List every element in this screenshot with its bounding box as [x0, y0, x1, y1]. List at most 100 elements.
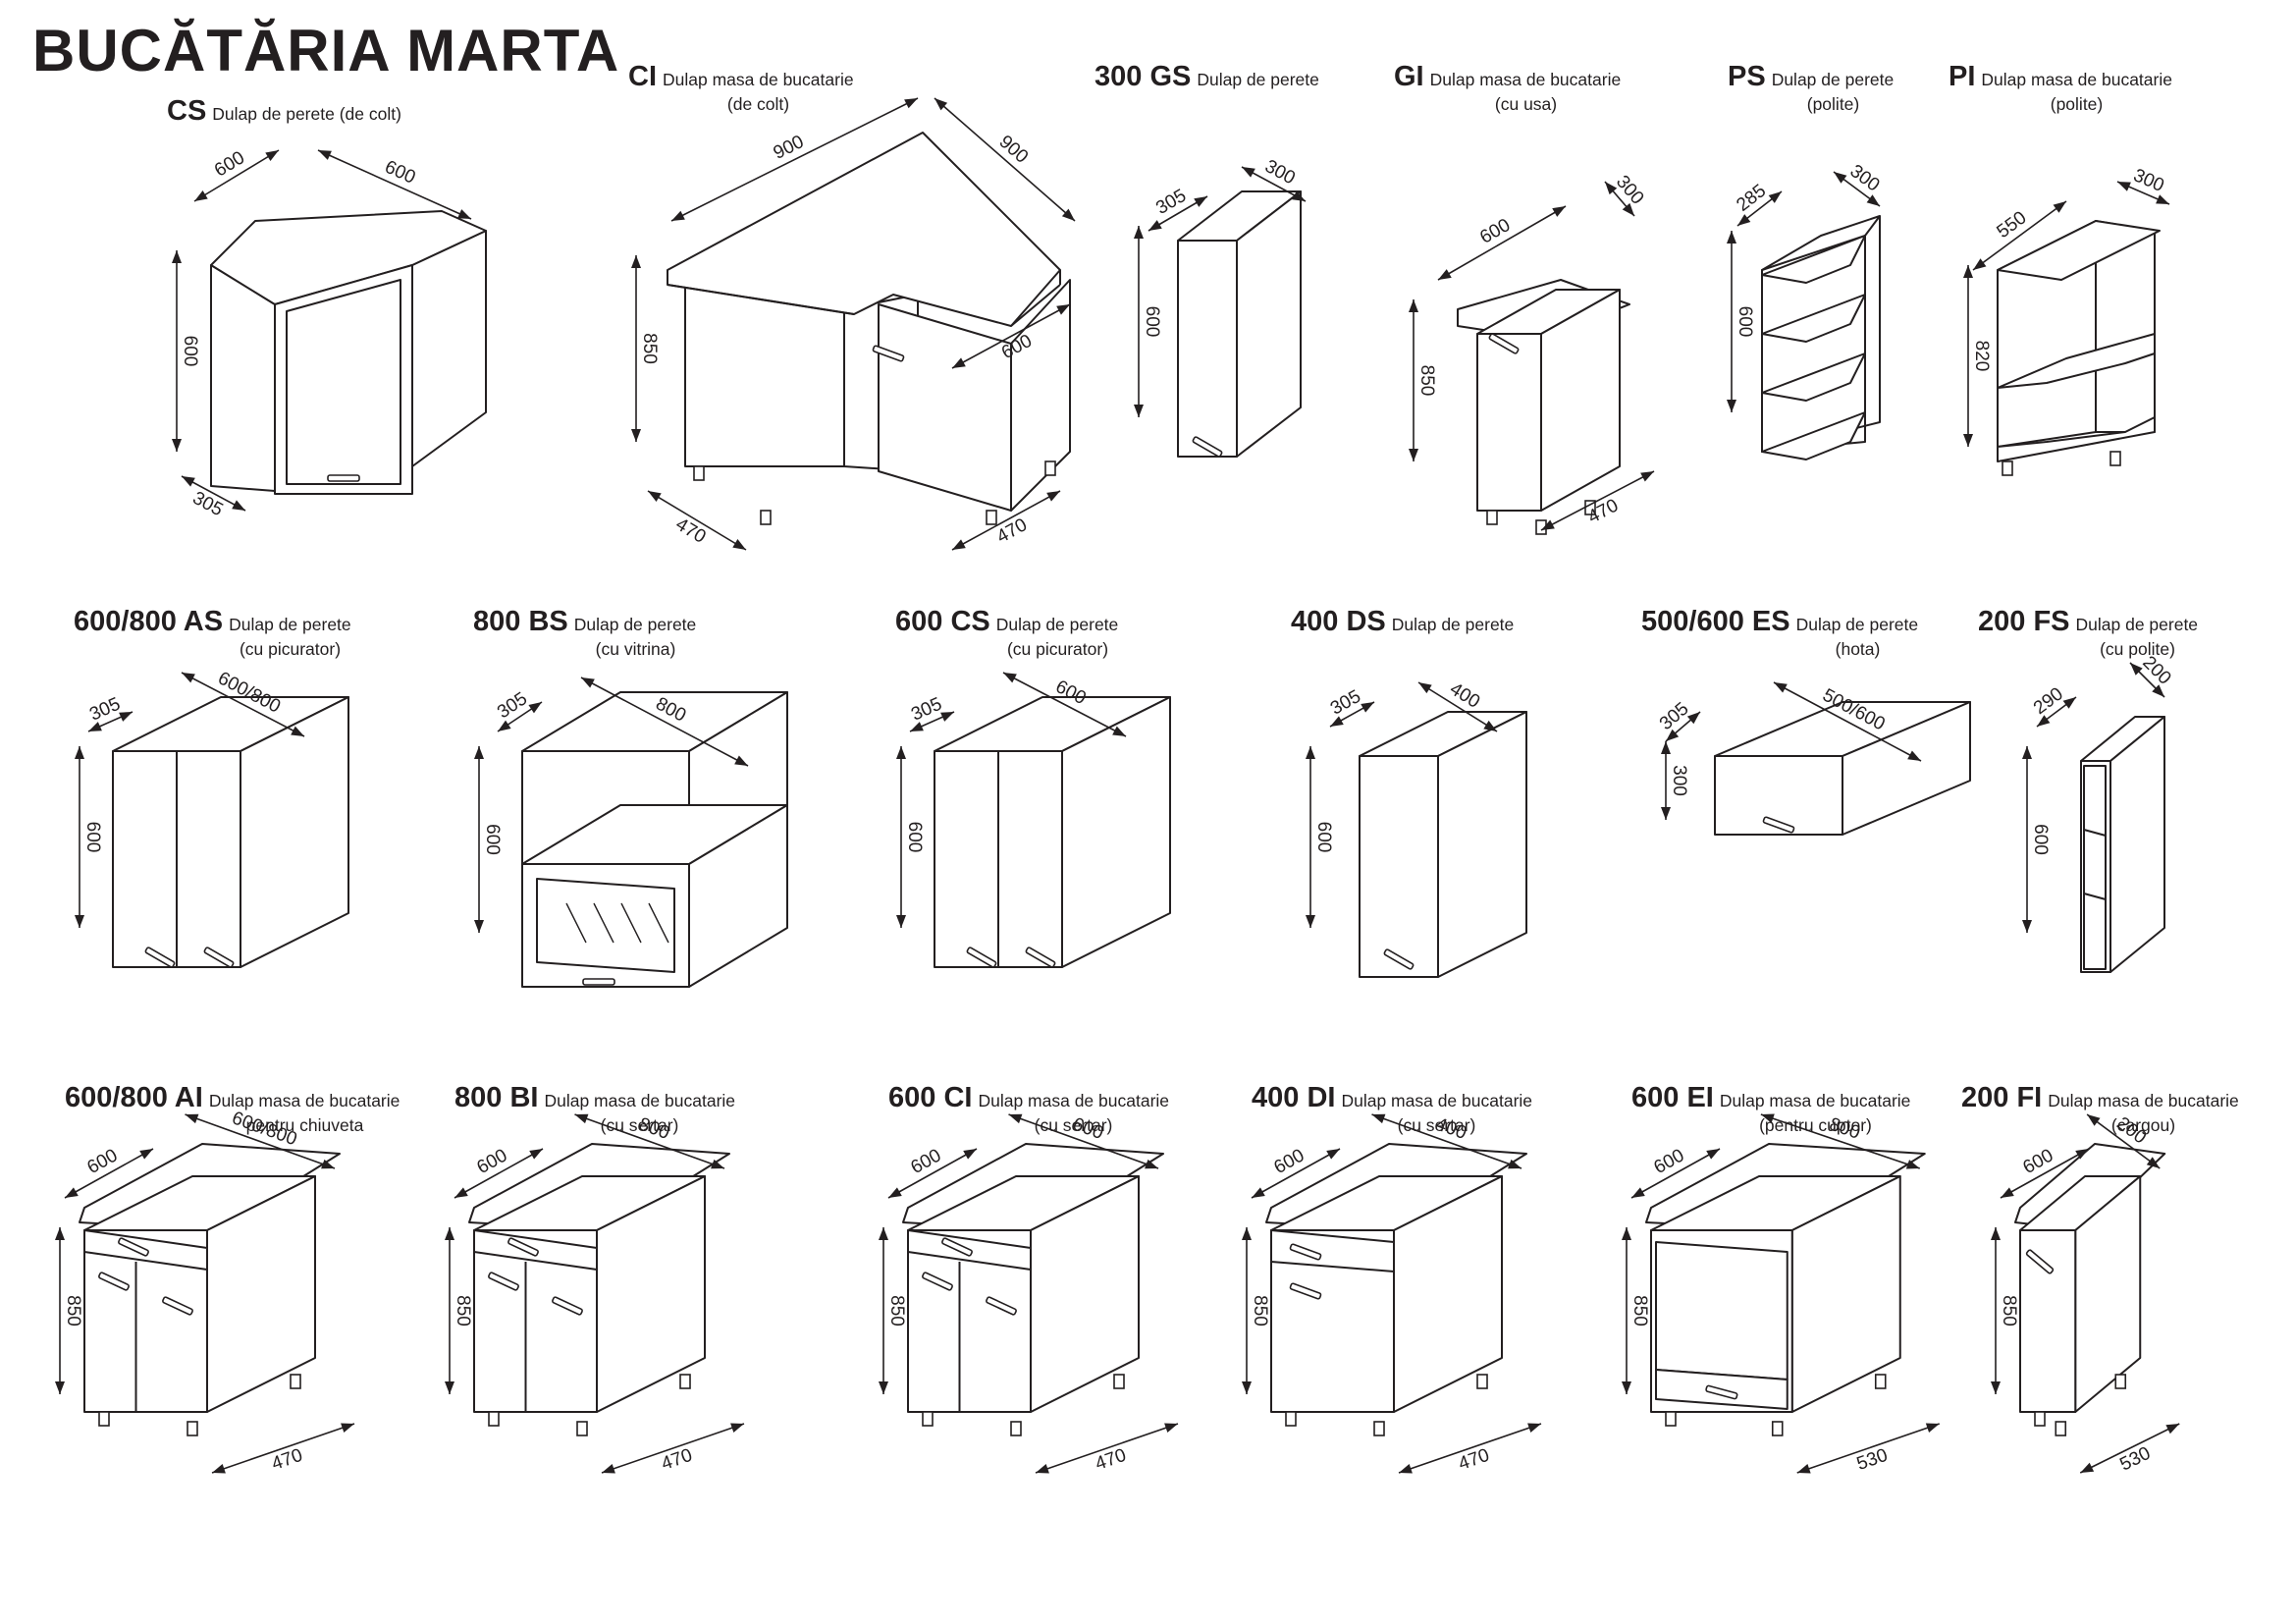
arrow-head	[182, 476, 195, 487]
arrow-head	[1003, 673, 1017, 683]
cabinet-description: Dulap de perete (de colt)	[212, 104, 401, 124]
arrow-head	[119, 712, 133, 722]
cabinet-subtitle: (polite)	[2050, 94, 2104, 115]
handle-bar	[507, 1237, 539, 1257]
handle-bar	[552, 1296, 583, 1316]
arrow-head	[498, 720, 511, 731]
handle-bar	[1488, 333, 1520, 354]
shelf	[1761, 294, 1866, 343]
handle-icon	[1705, 1384, 1738, 1400]
handle-bar	[162, 1296, 193, 1316]
arrow-head	[139, 1149, 153, 1160]
arrow-head	[1905, 1160, 1920, 1169]
cabinet-description: Dulap masa de bucatarie	[2048, 1091, 2239, 1110]
frame	[1761, 215, 1881, 453]
depth-dim-label: 305	[494, 688, 531, 723]
shelf	[1761, 352, 1866, 402]
arrow-head	[1686, 712, 1700, 725]
depth-dim-label: 600	[2019, 1145, 2056, 1178]
leg-foot	[1486, 510, 1498, 525]
depth-dim-label: 600	[907, 1145, 944, 1178]
arrow-head	[2053, 201, 2066, 213]
depth-dim-label: 285	[1733, 181, 1770, 216]
cabinet-description: Dulap masa de bucatarie	[208, 1091, 400, 1110]
handle-icon	[872, 345, 905, 362]
cabinet-code: 200 FS	[1978, 606, 2070, 637]
arrow-head	[1774, 682, 1788, 693]
leg-foot	[1476, 1374, 1488, 1389]
handle-bar	[1762, 816, 1795, 834]
handle-icon	[582, 978, 615, 986]
handle-bar	[922, 1272, 953, 1291]
leg-foot	[290, 1374, 301, 1389]
width-dim-label: 200	[2138, 652, 2174, 688]
arrow-head	[896, 746, 906, 759]
cabinet-description: Dulap masa de bucatarie	[1981, 70, 2172, 89]
cabinet-code: 600 EI	[1631, 1082, 1714, 1113]
depth-dim-line	[1796, 1423, 1941, 1474]
base-shelf	[1997, 416, 2156, 462]
handle-icon	[1762, 816, 1795, 834]
arrow-head	[2001, 1187, 2014, 1198]
depth-dim-line	[1251, 1148, 1341, 1199]
arrow-head	[88, 722, 102, 731]
arrow-head	[75, 746, 84, 759]
depth-dim-label: 530	[1854, 1445, 1891, 1475]
height-dim-label: 850	[1250, 1295, 1270, 1326]
open-front	[2083, 765, 2107, 970]
width-dim-line	[1008, 1113, 1159, 1169]
arrow-head	[1242, 1227, 1252, 1240]
arrow-head	[1661, 741, 1671, 754]
handle-icon	[1025, 947, 1056, 968]
cabinet-description: Dulap de perete	[1197, 70, 1319, 89]
arrow-head	[1508, 1159, 1522, 1169]
shelf	[1761, 411, 1866, 460]
front-panel	[1177, 240, 1238, 458]
arrow-head	[1164, 1423, 1178, 1433]
height-dim-label: 600	[2030, 824, 2051, 855]
arrow-head	[194, 189, 208, 201]
handle-icon	[922, 1272, 953, 1291]
depth-dim-line	[1035, 1423, 1179, 1474]
cabinet-subtitle: (de colt)	[726, 94, 790, 115]
arrow-head	[474, 746, 484, 759]
arrow-head	[1046, 491, 1060, 502]
handle-icon	[327, 474, 360, 482]
handle-icon	[162, 1296, 193, 1316]
depth-dim-line	[1437, 205, 1567, 281]
depth-dim-line	[454, 1148, 544, 1199]
arrow-head	[1527, 1423, 1541, 1433]
width-dim-line	[1760, 1113, 1921, 1169]
arrow-head	[2087, 1114, 2101, 1126]
arrow-head	[671, 210, 685, 221]
cabinet-subtitle: (cu polite)	[2100, 639, 2175, 660]
arrow-head	[55, 1381, 65, 1394]
front-panel	[2019, 1229, 2077, 1413]
handle-bar	[1192, 436, 1223, 458]
side-panel	[1437, 711, 1527, 978]
leg-foot	[2114, 1374, 2127, 1389]
cabinet-subtitle: (cu usa)	[1494, 94, 1558, 115]
shelf	[1761, 235, 1866, 284]
cabinet-subtitle: (cu vitrina)	[595, 639, 676, 660]
arrow-head	[2117, 182, 2131, 191]
arrow-head	[1134, 405, 1144, 417]
cabinet-code: 600 CI	[888, 1082, 973, 1113]
arrow-head	[182, 673, 195, 683]
arrow-head	[730, 1423, 744, 1433]
